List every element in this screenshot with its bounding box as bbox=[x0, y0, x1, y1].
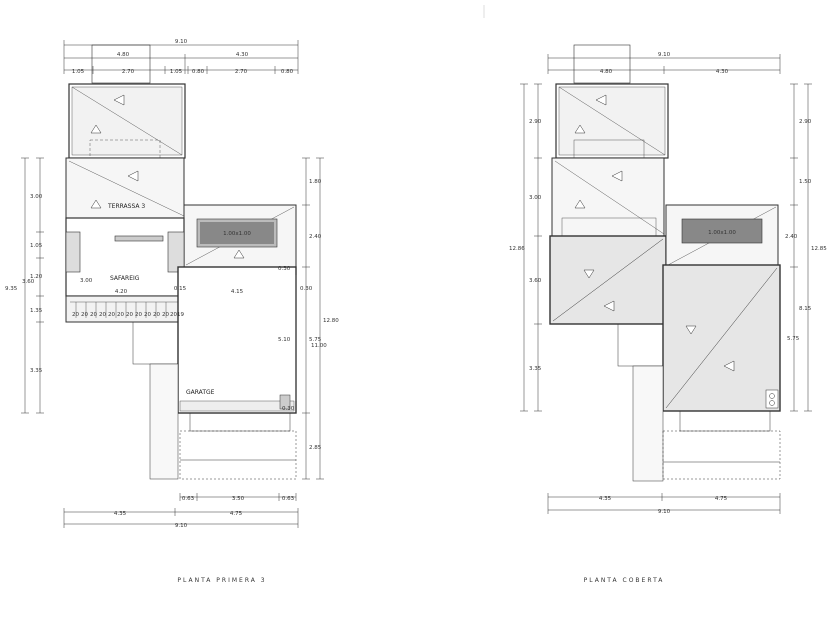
roof-right-dimension-lines bbox=[790, 83, 812, 412]
room-label-laundry: SAFAREIG bbox=[110, 275, 140, 282]
right-dim-total: 12.80 bbox=[323, 318, 339, 324]
bottom-total-dim: 9.10 bbox=[175, 523, 188, 529]
bottom-seg-2: 3.50 bbox=[232, 496, 245, 502]
roof-bottom-total-dim: 9.10 bbox=[658, 509, 671, 515]
right-dim-f: 5.10 bbox=[278, 337, 291, 343]
roof-hatch-label: 1.00x1.00 bbox=[708, 230, 736, 236]
roof-left-dim-d: 3.35 bbox=[529, 366, 542, 372]
floor-plan-first-floor bbox=[21, 40, 324, 528]
top-total-dim: 9.10 bbox=[175, 39, 188, 45]
roof-top-dimension-lines bbox=[547, 54, 781, 74]
left-dimension-lines bbox=[21, 157, 44, 414]
roof-left-dim-total: 12.86 bbox=[509, 246, 525, 252]
right-dim-d: 2.85 bbox=[309, 445, 322, 451]
roof-lower-outline bbox=[617, 323, 781, 482]
top-seg-4: 0.80 bbox=[192, 69, 205, 75]
inner-dim-e: 0.30 bbox=[278, 266, 291, 272]
stair-step-label: 20 bbox=[81, 312, 88, 318]
roof-right-dim-d: 8.15 bbox=[799, 306, 812, 312]
bottom-seg-3: 0.63 bbox=[282, 496, 295, 502]
stair-band bbox=[65, 295, 185, 323]
inner-dim-c: 0.15 bbox=[174, 286, 187, 292]
sheet-title-roof: PLANTA COBERTA bbox=[584, 577, 665, 584]
roof-right-dim-b: 1.50 bbox=[799, 179, 812, 185]
left-dim-e: 3.35 bbox=[30, 368, 43, 374]
roof-right-dim-total: 12.85 bbox=[811, 246, 827, 252]
left-dim-d: 1.35 bbox=[30, 308, 43, 314]
right-dimension-lines bbox=[302, 157, 324, 480]
inner-dim-f: 0.30 bbox=[282, 406, 295, 412]
inner-dim-a: 4.20 bbox=[115, 289, 128, 295]
left-dim-b: 1.05 bbox=[30, 243, 43, 249]
stair-step-label: 20 bbox=[170, 312, 177, 318]
roof-bottom-dim-b: 4.75 bbox=[715, 496, 728, 502]
roof-hatch-band bbox=[665, 204, 779, 268]
roof-plan-labels: 9.10 4.80 4.30 1.00x1.00 2.90 3.00 3.60 … bbox=[509, 52, 827, 584]
top-dim-a: 4.80 bbox=[117, 52, 130, 58]
terrace-3-area bbox=[65, 157, 185, 219]
inner-dim-d: 3.00 bbox=[80, 278, 93, 284]
room-label-garage: GARATGE bbox=[186, 389, 215, 396]
roof-plan bbox=[483, 5, 812, 514]
top-dim-b: 4.30 bbox=[236, 52, 249, 58]
hatch-label: 1.00x1.00 bbox=[223, 231, 251, 237]
bottom-seg-1: 0.63 bbox=[182, 496, 195, 502]
stair-step-label: 20 bbox=[153, 312, 160, 318]
left-dim-c: 1.20 bbox=[30, 274, 43, 280]
roof-top-total-dim: 9.10 bbox=[658, 52, 671, 58]
right-dim-c: 5.75 bbox=[309, 337, 322, 343]
bottom-dim-a: 4.35 bbox=[114, 511, 127, 517]
bottom-dim-b: 4.75 bbox=[230, 511, 243, 517]
roof-bottom-dim-a: 4.35 bbox=[599, 496, 612, 502]
left-dim-mid: 3.60 bbox=[22, 279, 35, 285]
roof-right-dim-a: 2.90 bbox=[799, 119, 812, 125]
upper-roof-block bbox=[68, 83, 186, 159]
laundry-room bbox=[65, 217, 185, 297]
roof-pitch-left bbox=[549, 235, 667, 325]
right-dim-b: 2.40 bbox=[309, 234, 322, 240]
roof-left-dimension-lines bbox=[520, 83, 542, 412]
top-seg-3: 1.05 bbox=[170, 69, 183, 75]
stair-step-label: 20 bbox=[135, 312, 142, 318]
lower-outline bbox=[132, 321, 297, 480]
sheet-title-first-floor: PLANTA PRIMERA 3 bbox=[177, 577, 266, 584]
roof-top-dim-a: 4.80 bbox=[600, 69, 613, 75]
stair-step-label: 19 bbox=[177, 312, 184, 318]
right-dim-g: 11.00 bbox=[311, 343, 327, 349]
roof-left-dim-a: 2.90 bbox=[529, 119, 542, 125]
roof-upper-block bbox=[555, 83, 669, 159]
stair-step-label: 20 bbox=[126, 312, 133, 318]
roof-pitch-right bbox=[662, 264, 781, 412]
roof-left-dim-c: 3.60 bbox=[529, 278, 542, 284]
garage bbox=[177, 266, 297, 414]
room-label-terrace: TERRASSA 3 bbox=[107, 203, 145, 210]
stair-step-label: 20 bbox=[99, 312, 106, 318]
right-dim-e: 0.30 bbox=[300, 286, 313, 292]
roof-bottom-dimension-lines bbox=[547, 493, 781, 514]
stair-step-label: 20 bbox=[162, 312, 169, 318]
roof-right-dim-c: 2.40 bbox=[785, 234, 798, 240]
left-dim-total: 9.35 bbox=[5, 286, 18, 292]
stair-step-label: 20 bbox=[90, 312, 97, 318]
inner-dim-b: 4.15 bbox=[231, 289, 244, 295]
stair-step-label: 20 bbox=[108, 312, 115, 318]
top-seg-1: 1.05 bbox=[72, 69, 85, 75]
roof-left-dim-b: 3.00 bbox=[529, 195, 542, 201]
right-terrace bbox=[183, 204, 297, 268]
left-dim-a: 3.00 bbox=[30, 194, 43, 200]
roof-middle-block bbox=[551, 157, 665, 237]
top-seg-2: 2.70 bbox=[122, 69, 135, 75]
stair-step-label: 20 bbox=[144, 312, 151, 318]
stair-step-labels: 20 20 20 20 20 20 20 20 20 20 20 20 19 bbox=[72, 312, 184, 318]
top-seg-5: 2.70 bbox=[235, 69, 248, 75]
right-dim-a: 1.80 bbox=[309, 179, 322, 185]
first-floor-labels: 9.10 4.80 4.30 1.05 2.70 1.05 0.80 2.70 … bbox=[5, 39, 339, 584]
bottom-dimension-lines bbox=[63, 493, 299, 528]
stair-step-label: 20 bbox=[72, 312, 79, 318]
roof-right-dim-e: 5.75 bbox=[787, 336, 800, 342]
stair-step-label: 20 bbox=[117, 312, 124, 318]
top-seg-6: 0.80 bbox=[281, 69, 294, 75]
roof-top-dim-b: 4.30 bbox=[716, 69, 729, 75]
